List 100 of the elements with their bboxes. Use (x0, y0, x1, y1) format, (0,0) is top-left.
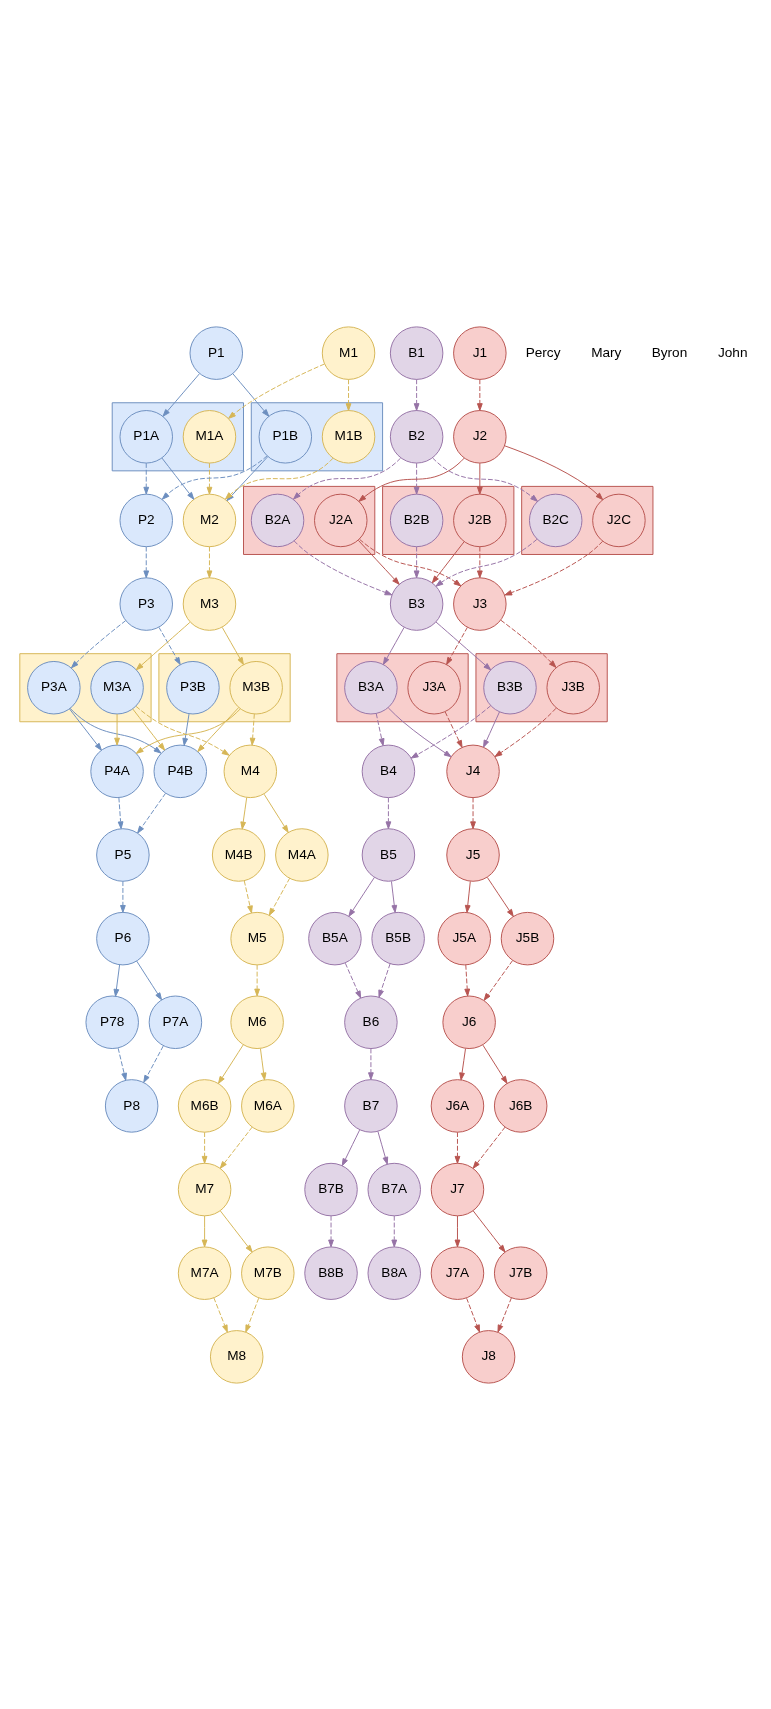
node-circle: B5 (361, 827, 416, 882)
arrow (245, 1297, 260, 1332)
node-circle: P3B (166, 660, 220, 714)
arrow (368, 1047, 374, 1080)
arrow (328, 1214, 334, 1247)
label: Mary (591, 344, 622, 360)
arrow (377, 1130, 389, 1165)
arrow (476, 378, 483, 411)
arrow (143, 462, 150, 495)
node-circle: B7A (367, 1162, 421, 1216)
arrow (114, 713, 120, 745)
node-circle: J8 (461, 1329, 516, 1384)
node-circle: B7B (304, 1162, 358, 1216)
node-circle: J6B (493, 1078, 548, 1133)
node-circle: P1 (189, 325, 243, 380)
node-circle: B8A (367, 1245, 421, 1300)
arrow (120, 880, 126, 913)
arrow (413, 378, 420, 411)
arrow (143, 545, 150, 578)
label: Byron (651, 344, 688, 360)
node-circle: P7A (148, 995, 203, 1049)
arrow (476, 462, 483, 495)
arrow (232, 372, 270, 417)
arrow (470, 796, 476, 829)
node-circle: B6 (344, 995, 398, 1049)
arrow (464, 880, 471, 913)
node-circle: M6B (177, 1078, 232, 1133)
arrow (219, 1209, 253, 1252)
arrow (218, 1043, 244, 1084)
arrow (483, 710, 500, 748)
node-circle: J5A (437, 911, 492, 965)
arrow (228, 363, 325, 419)
arrow (117, 1047, 127, 1081)
arrow (293, 457, 402, 500)
node-circle: B1 (389, 325, 444, 380)
node-circle: J6 (442, 995, 496, 1049)
arrow (135, 621, 191, 670)
arrow (113, 964, 121, 997)
node-circle: J6A (430, 1078, 485, 1133)
arrow (387, 706, 452, 757)
arrow (410, 704, 492, 759)
node-circle: J2B (453, 493, 507, 547)
arrow (348, 876, 375, 917)
node-circle: P6 (96, 911, 150, 965)
arrow (454, 1214, 461, 1247)
arrow (137, 792, 166, 834)
node-circle: M4A (275, 827, 329, 882)
node-circle: B2 (389, 409, 444, 464)
arrow (483, 959, 513, 1001)
node-circle: J1 (453, 325, 507, 380)
cluster (158, 652, 291, 722)
label: Percy (525, 344, 561, 360)
arrow (413, 462, 420, 495)
arrow (213, 1296, 228, 1332)
cluster (336, 652, 469, 722)
arrow (201, 1214, 208, 1247)
node-circle: B7 (344, 1078, 398, 1133)
node-circle: M4B (211, 827, 266, 882)
arrow (444, 710, 463, 748)
cluster (111, 401, 244, 471)
arrow (161, 456, 195, 500)
arrow (240, 796, 248, 829)
node-circle: M1B (321, 409, 376, 464)
node-circle: P78 (85, 995, 139, 1049)
arrow (158, 626, 181, 665)
arrow (344, 962, 362, 998)
arrow (432, 457, 538, 502)
arrow (243, 879, 253, 913)
arrow (263, 793, 289, 833)
arrow (219, 1126, 253, 1169)
arrow (391, 1214, 398, 1247)
arrow (486, 876, 514, 917)
arrow (359, 538, 462, 586)
arrow (459, 1047, 466, 1080)
cluster (475, 652, 608, 722)
node-circle: M8 (209, 1329, 264, 1384)
arrow (341, 1129, 361, 1166)
node-circle: B2B (389, 493, 444, 547)
arrow (482, 1044, 508, 1084)
node-circle: B5B (371, 911, 425, 965)
arrow (293, 539, 393, 595)
arrow (382, 626, 405, 665)
node-circle: M7A (177, 1245, 232, 1300)
arrow (497, 1296, 512, 1332)
node-circle: M6 (230, 995, 284, 1049)
arrow (345, 378, 352, 411)
node-circle: J2 (453, 409, 507, 464)
node-circle: J5 (446, 827, 500, 882)
node-circle: J3A (407, 660, 461, 714)
node-circle: B4 (361, 744, 416, 798)
arrow (221, 626, 244, 665)
arrow (504, 444, 604, 500)
node-circle: M1 (321, 325, 376, 380)
arrow (454, 1131, 461, 1164)
arrow (70, 619, 127, 668)
node-circle: P3 (119, 576, 173, 631)
arrow (435, 538, 538, 587)
arrow (69, 707, 162, 753)
node-circle: J5B (500, 911, 555, 965)
node-circle: M6A (241, 1078, 295, 1133)
